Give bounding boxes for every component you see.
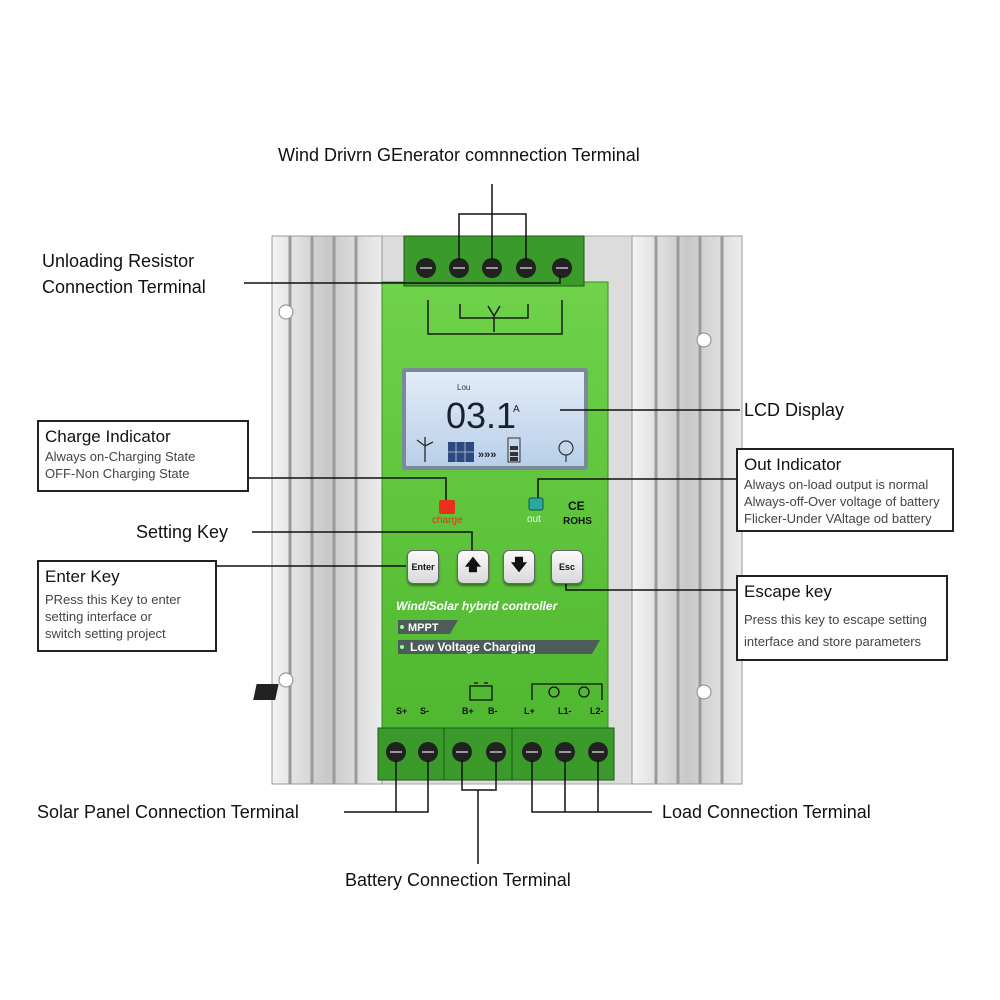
enter-key-box: Enter Key PRess this Key to enter settin… [37, 560, 217, 652]
ce-mark: CE [568, 499, 585, 513]
out-led [528, 497, 544, 511]
mppt-badge: MPPT [398, 620, 458, 634]
lcd-arrows: »»» [478, 449, 496, 461]
out-indicator-line-2: Always-off-Over voltage of battery [744, 494, 940, 509]
svg-text:L+: L+ [524, 706, 535, 716]
svg-text:B+: B+ [462, 706, 474, 716]
bottom-terminal-block [377, 727, 615, 781]
lcd-turbine-icon [416, 437, 434, 462]
lcd-solar-icon [448, 442, 474, 462]
out-indicator-title: Out Indicator [744, 455, 842, 474]
lcd-small-label: Lou [457, 383, 470, 392]
solar-panel-symbol [253, 684, 279, 700]
low-voltage-badge: Low Voltage Charging [398, 640, 600, 654]
solar-panel-terminal-label: Solar Panel Connection Terminal [37, 802, 299, 822]
lcd-display: Lou 03.1 A »»» [402, 368, 588, 470]
charge-indicator-title: Charge Indicator [45, 427, 171, 446]
lcd-display-label: LCD Display [744, 400, 845, 420]
terminal-labels: S+ S- B+ B- L+ L1- L2- [396, 706, 604, 716]
charge-led [439, 500, 455, 514]
svg-text:L1-: L1- [558, 706, 572, 716]
lcd-reading: 03.1 [446, 395, 516, 436]
out-indicator-line-3: Flicker-Under VAltage od battery [744, 511, 932, 526]
out-led-label: out [527, 514, 541, 525]
svg-text:L2-: L2- [590, 706, 604, 716]
charge-indicator-box: Charge Indicator Always on-Charging Stat… [37, 420, 249, 492]
svg-text:Low Voltage Charging: Low Voltage Charging [410, 640, 536, 654]
load-terminal-label: Load Connection Terminal [662, 802, 871, 822]
lcd-battery-icon [507, 437, 521, 463]
rohs-mark: ROHS [563, 516, 592, 527]
wind-terminal-block [403, 235, 585, 287]
charge-indicator-line-2: OFF-Non Charging State [45, 466, 190, 481]
charge-led-label: charge [432, 515, 463, 526]
enter-key-line-2: setting interface or [45, 609, 152, 624]
down-arrow-key[interactable]: 🡇 [503, 550, 535, 584]
enter-key-line-1: PRess this Key to enter [45, 592, 181, 607]
enter-key-line-3: switch setting project [45, 626, 166, 641]
svg-text:S-: S- [420, 706, 429, 716]
battery-terminal-label: Battery Connection Terminal [345, 870, 571, 890]
load-symbol [531, 683, 603, 700]
enter-key-title: Enter Key [45, 567, 120, 586]
wind-wiring-symbol [427, 300, 563, 335]
unloading-line-2: Connection Terminal [42, 277, 206, 297]
escape-key-box: Escape key Press this key to escape sett… [736, 575, 948, 661]
svg-text:B-: B- [488, 706, 498, 716]
lcd-unit: A [513, 404, 520, 415]
escape-key-line-1: Press this key to escape setting [744, 612, 927, 627]
enter-key[interactable]: Enter [407, 550, 439, 584]
out-indicator-line-1: Always on-load output is normal [744, 477, 929, 492]
setting-key-label: Setting Key [136, 522, 229, 542]
wind-terminal-label: Wind Drivrn GEnerator comnnection Termin… [278, 145, 640, 165]
unloading-line-1: Unloading Resistor [42, 251, 195, 271]
charge-indicator-line-1: Always on-Charging State [45, 449, 196, 464]
escape-key-line-2: interface and store parameters [744, 634, 922, 649]
battery-symbol [469, 682, 493, 701]
arrow-down-icon: 🡇 [510, 556, 528, 574]
product-name: Wind/Solar hybrid controller [396, 599, 559, 613]
unloading-resistor-label: Unloading Resistor Connection Terminal [42, 248, 206, 300]
escape-key[interactable]: Esc [551, 550, 583, 584]
green-panel [381, 281, 609, 731]
lcd-bulb-icon [558, 440, 574, 462]
arrow-up-icon: 🡅 [464, 556, 482, 574]
out-indicator-box: Out Indicator Always on-load output is n… [736, 448, 954, 532]
svg-text:S+: S+ [396, 706, 407, 716]
escape-key-title: Escape key [744, 582, 832, 601]
svg-text:MPPT: MPPT [408, 622, 439, 634]
up-arrow-key[interactable]: 🡅 [457, 550, 489, 584]
